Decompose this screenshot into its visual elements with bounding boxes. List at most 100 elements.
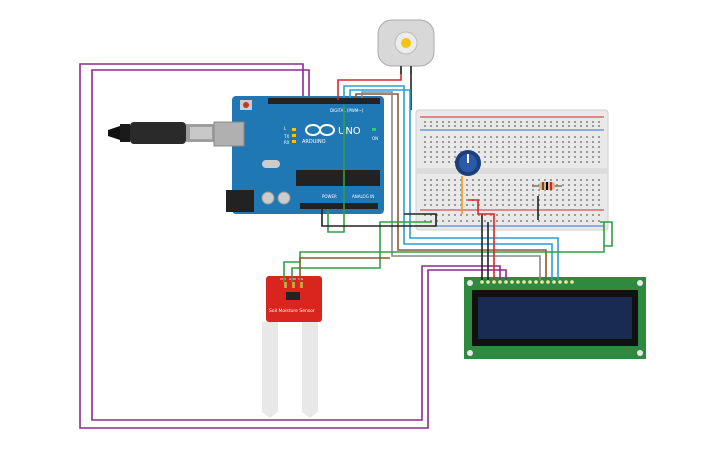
breadboard-hole	[502, 125, 504, 127]
breadboard-hole	[562, 179, 564, 181]
breadboard-hole	[478, 199, 480, 201]
breadboard-hole	[508, 194, 510, 196]
breadboard-hole	[532, 141, 534, 143]
breadboard-hole	[514, 156, 516, 158]
breadboard-hole	[568, 156, 570, 158]
breadboard-hole	[496, 220, 498, 222]
breadboard-hole	[442, 121, 444, 123]
breadboard-hole	[556, 184, 558, 186]
breadboard-hole	[598, 220, 600, 222]
breadboard-hole	[448, 161, 450, 163]
breadboard-hole	[574, 136, 576, 138]
breadboard-hole	[472, 184, 474, 186]
breadboard-hole	[598, 136, 600, 138]
breadboard-hole	[514, 194, 516, 196]
breadboard-hole	[448, 179, 450, 181]
breadboard-hole	[460, 199, 462, 201]
breadboard-hole	[454, 199, 456, 201]
breadboard-hole	[520, 125, 522, 127]
breadboard-hole	[550, 151, 552, 153]
breadboard-hole	[430, 141, 432, 143]
breadboard-hole	[484, 214, 486, 216]
breadboard-hole	[460, 179, 462, 181]
lcd-pin	[558, 280, 562, 284]
breadboard-hole	[532, 156, 534, 158]
breadboard-hole	[598, 189, 600, 191]
breadboard-hole	[430, 125, 432, 127]
breadboard-hole	[454, 136, 456, 138]
breadboard-hole	[538, 136, 540, 138]
breadboard-hole	[478, 121, 480, 123]
breadboard-hole	[430, 151, 432, 153]
breadboard-hole	[592, 204, 594, 206]
breadboard-hole	[556, 125, 558, 127]
breadboard-hole	[430, 184, 432, 186]
breadboard-hole	[592, 161, 594, 163]
breadboard-hole	[442, 189, 444, 191]
breadboard-hole	[490, 179, 492, 181]
breadboard-hole	[550, 220, 552, 222]
breadboard-hole	[484, 184, 486, 186]
arduino-analog-label: ANALOG IN	[352, 194, 374, 199]
breadboard-hole	[586, 136, 588, 138]
breadboard-hole	[460, 141, 462, 143]
breadboard-hole	[454, 214, 456, 216]
lcd-pin	[492, 280, 496, 284]
breadboard-hole	[448, 184, 450, 186]
breadboard-hole	[562, 146, 564, 148]
breadboard-hole	[562, 189, 564, 191]
breadboard-hole	[472, 189, 474, 191]
breadboard-hole	[496, 161, 498, 163]
breadboard-hole	[466, 125, 468, 127]
breadboard-hole	[454, 146, 456, 148]
breadboard-hole	[562, 184, 564, 186]
breadboard-hole	[586, 214, 588, 216]
breadboard-hole	[496, 125, 498, 127]
breadboard-hole	[478, 151, 480, 153]
arduino-uno-board: ARDUINO UNO DIGITAL (PWM~) POWER ANALOG …	[213, 96, 384, 214]
breadboard-hole	[544, 214, 546, 216]
breadboard-hole	[472, 121, 474, 123]
breadboard-hole	[484, 141, 486, 143]
breadboard-hole	[490, 161, 492, 163]
breadboard-hole	[484, 199, 486, 201]
breadboard-hole	[436, 146, 438, 148]
lcd-pin	[486, 280, 490, 284]
breadboard-hole	[574, 179, 576, 181]
breadboard-hole	[442, 204, 444, 206]
breadboard-hole	[484, 194, 486, 196]
breadboard-hole	[490, 184, 492, 186]
breadboard-hole	[502, 214, 504, 216]
breadboard-hole	[502, 184, 504, 186]
breadboard-hole	[574, 199, 576, 201]
breadboard-hole	[496, 199, 498, 201]
breadboard-hole	[448, 194, 450, 196]
breadboard-hole	[544, 141, 546, 143]
breadboard-hole	[568, 125, 570, 127]
breadboard-hole	[598, 204, 600, 206]
breadboard-hole	[538, 125, 540, 127]
breadboard-hole	[592, 189, 594, 191]
breadboard-hole	[550, 214, 552, 216]
breadboard-hole	[430, 204, 432, 206]
breadboard-hole	[484, 121, 486, 123]
sensor-pin-sig: SIG	[298, 277, 304, 281]
breadboard-hole	[574, 161, 576, 163]
lcd-pin	[510, 280, 514, 284]
breadboard-hole	[520, 136, 522, 138]
breadboard-hole	[496, 184, 498, 186]
breadboard-hole	[568, 204, 570, 206]
breadboard-hole	[424, 156, 426, 158]
breadboard-hole	[520, 151, 522, 153]
breadboard-hole	[424, 189, 426, 191]
breadboard-hole	[586, 199, 588, 201]
breadboard-hole	[448, 136, 450, 138]
breadboard-hole	[550, 204, 552, 206]
breadboard-hole	[502, 151, 504, 153]
breadboard-hole	[466, 136, 468, 138]
breadboard-hole	[514, 189, 516, 191]
breadboard-hole	[538, 189, 540, 191]
breadboard-hole	[460, 204, 462, 206]
breadboard-hole	[592, 125, 594, 127]
breadboard-hole	[466, 189, 468, 191]
